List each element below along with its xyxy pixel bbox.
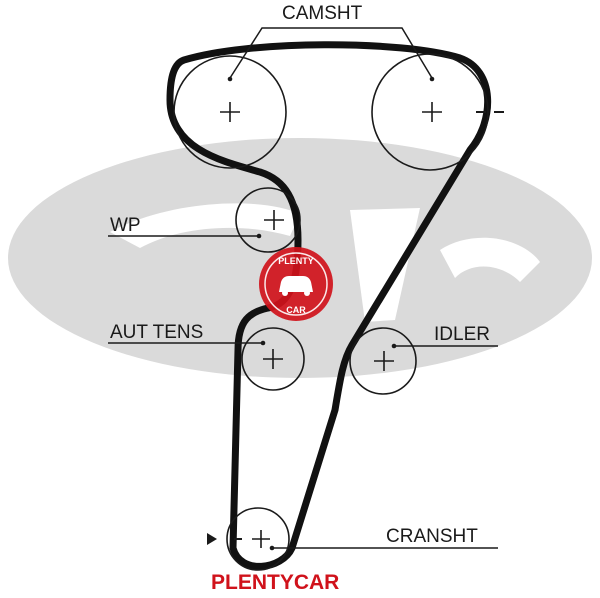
auto-tensioner-label: AUT TENS — [110, 322, 203, 343]
car-icon — [279, 276, 313, 296]
crankshaft-label: CRANSHT — [386, 526, 478, 547]
water-pump-label: WP — [110, 215, 141, 236]
leader-lines — [108, 27, 498, 549]
watermark-footer: PLENTYCAR — [211, 571, 339, 594]
pulley-centers — [220, 102, 442, 548]
water-pump-pulley — [235, 187, 301, 253]
timing-marks — [234, 111, 504, 540]
camshaft-label: CAMSHT — [282, 3, 363, 24]
crankshaft-pulley — [226, 507, 290, 571]
badge-top-text: PLENTY — [278, 256, 314, 266]
camshaft-pulley-right — [371, 53, 489, 171]
auto-tensioner-pulley — [241, 327, 305, 391]
timing-belt — [166, 41, 492, 570]
idler-pulley — [349, 327, 417, 395]
crankshaft-timing-arrow — [207, 533, 217, 545]
watermark-badge: PLENTY CAR — [259, 247, 333, 321]
idler-label: IDLER — [434, 324, 490, 345]
badge-bottom-text: CAR — [286, 305, 306, 315]
camshaft-pulley-left — [173, 55, 287, 169]
